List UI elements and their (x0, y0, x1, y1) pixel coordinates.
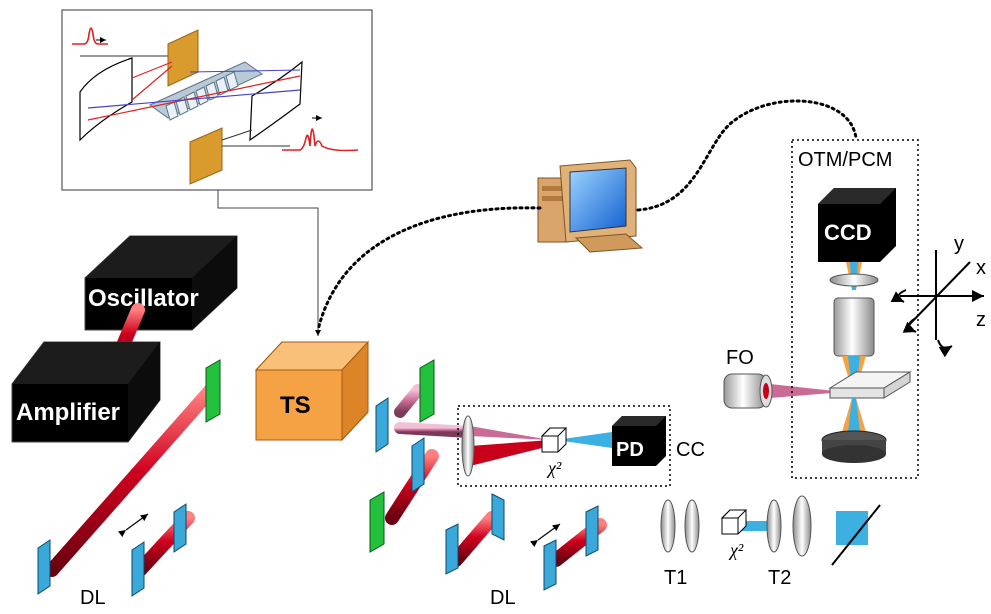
ccd-box: CCD (818, 188, 896, 262)
axis-z-label: z (976, 309, 986, 331)
cable-computer-ts (316, 206, 542, 332)
t1-telescope (660, 499, 700, 553)
ts-label: TS (280, 392, 311, 419)
t2-telescope (766, 495, 812, 557)
dl-left-label: DL (80, 587, 106, 609)
input-pulse-icon (72, 27, 108, 45)
otm-pcm-label: OTM/PCM (798, 149, 892, 171)
pulse-shaper-inset (61, 9, 373, 191)
cable-computer-otm (636, 99, 858, 212)
axis-x-label: x (976, 257, 986, 279)
blue-mirrors (37, 397, 599, 597)
red-beams (45, 384, 747, 577)
otm-condenser (821, 430, 887, 463)
dl-right-label: DL (490, 587, 516, 609)
cc-red-focus (470, 440, 550, 466)
cc-label: CC (676, 439, 705, 461)
fo-objective (723, 373, 773, 409)
cc-crystal (540, 427, 568, 453)
pd-label: PD (616, 439, 644, 461)
cc-chi2-label: χ² (546, 458, 562, 478)
otm-objective (833, 297, 875, 357)
shg-chi2-label: χ² (728, 540, 744, 560)
pd-box: PD (612, 416, 666, 466)
otm-pcm-region (791, 139, 919, 479)
computer-icon (537, 159, 644, 253)
right-curved-mirror (249, 60, 303, 142)
t2-label: T2 (768, 567, 791, 589)
output-pulse-icon (282, 128, 359, 152)
xyz-axes (900, 250, 984, 340)
fold-mirror (831, 504, 881, 566)
inset-connector (217, 190, 321, 336)
fo-label: FO (726, 347, 754, 369)
t1-crystal (720, 509, 748, 535)
ccd-label: CCD (824, 220, 872, 245)
pd-blue-beam (556, 432, 612, 448)
axis-y-label: y (954, 233, 964, 255)
green-mirrors (205, 359, 435, 553)
dl-arrow-left (118, 513, 149, 538)
sample-slide (828, 371, 912, 399)
dl-arrow-right (530, 523, 561, 548)
t1-label: T1 (664, 567, 687, 589)
bottom-grating (189, 127, 223, 185)
cc-lens (461, 415, 475, 477)
pink-beams (334, 384, 746, 438)
cc-region (457, 405, 671, 487)
fo-focus-cone (770, 384, 844, 398)
amplifier-box: Amplifier (11, 341, 161, 443)
ts-box: TS (254, 340, 370, 442)
oscillator-box: Oscillator (84, 235, 238, 331)
otm-tube-lens (829, 273, 879, 287)
amplifier-label: Amplifier (16, 399, 120, 426)
